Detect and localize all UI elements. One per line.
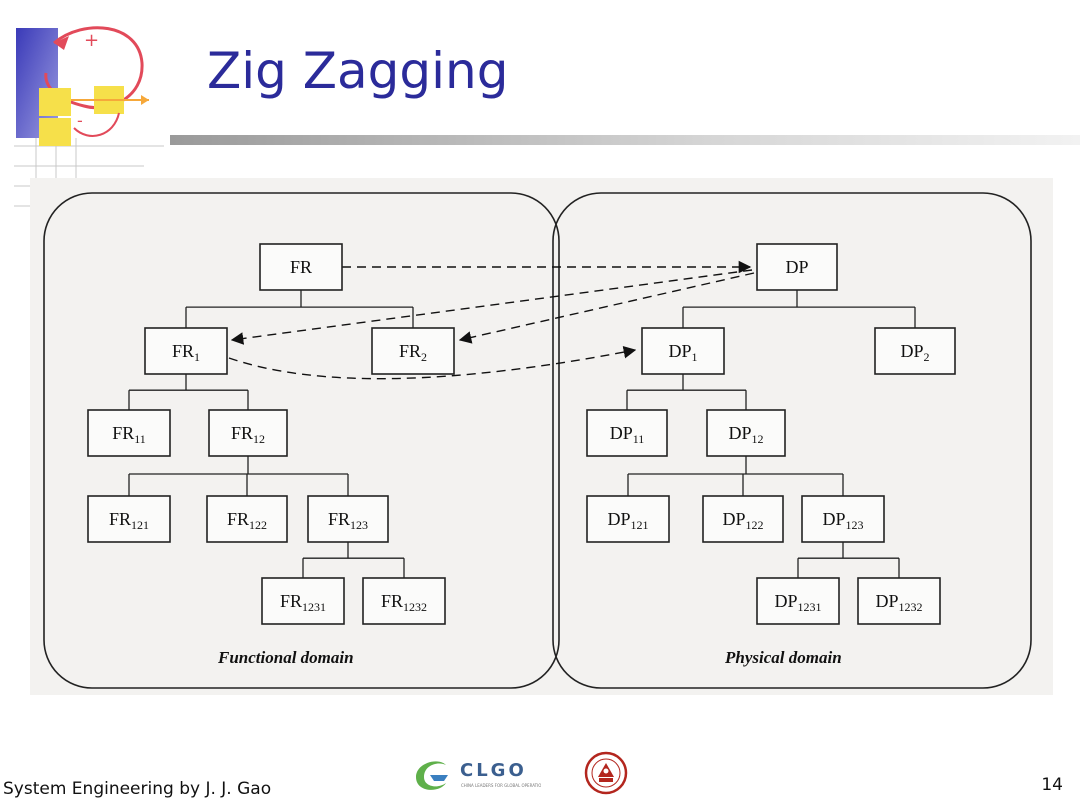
edge-group-dp12 xyxy=(627,456,844,496)
node-label: FR11 xyxy=(112,423,146,446)
node-box xyxy=(756,577,840,625)
svg-text:+: + xyxy=(84,30,99,51)
clgo-tagline: CHINA LEADERS FOR GLOBAL OPERATIONS xyxy=(461,783,541,788)
node-label: DP1232 xyxy=(875,591,922,614)
node-fr123: FR123 xyxy=(307,495,389,543)
node-dp1232: DP1232 xyxy=(857,577,941,625)
node-dp1231: DP1231 xyxy=(756,577,840,625)
clgo-swoosh-icon xyxy=(416,761,448,790)
node-box xyxy=(144,327,228,375)
node-dp121: DP121 xyxy=(586,495,670,543)
page-number: 14 xyxy=(1041,775,1063,795)
physical-domain-label: Physical domain xyxy=(724,648,842,667)
node-fr1231: FR1231 xyxy=(261,577,345,625)
node-label: DP12 xyxy=(728,423,763,446)
node-box xyxy=(586,495,670,543)
node-label: DP121 xyxy=(607,509,648,532)
node-box xyxy=(857,577,941,625)
slide-logo-icon: + - xyxy=(14,26,164,248)
node-box xyxy=(874,327,956,375)
node-box xyxy=(259,243,343,291)
slide-title: Zig Zagging xyxy=(207,42,509,100)
node-fr12: FR12 xyxy=(208,409,288,457)
node-label: DP122 xyxy=(722,509,763,532)
node-dp123: DP123 xyxy=(801,495,885,543)
node-box xyxy=(702,495,784,543)
node-box xyxy=(208,409,288,457)
tree-edges xyxy=(128,290,916,578)
zigzag-arrow-dp-to-fr2 xyxy=(458,272,755,344)
node-fr122: FR122 xyxy=(206,495,288,543)
edge-group-dp xyxy=(682,290,916,328)
footer-author: System Engineering by J. J. Gao xyxy=(3,779,272,799)
node-dp122: DP122 xyxy=(702,495,784,543)
node-dp: DP xyxy=(756,243,838,291)
title-divider xyxy=(170,135,1080,145)
node-label: DP2 xyxy=(900,341,929,364)
node-fr: FR xyxy=(259,243,343,291)
node-label: DP xyxy=(785,257,808,277)
edge-group-fr12 xyxy=(128,456,349,496)
node-fr1: FR1 xyxy=(144,327,228,375)
node-fr121: FR121 xyxy=(87,495,171,543)
node-box xyxy=(206,495,288,543)
functional-domain-panel xyxy=(43,192,560,689)
node-box xyxy=(756,243,838,291)
node-label: FR xyxy=(290,257,312,277)
node-label: FR121 xyxy=(109,509,149,532)
functional-domain-label: Functional domain xyxy=(217,648,354,667)
node-box xyxy=(586,409,668,457)
node-box xyxy=(641,327,725,375)
node-fr2: FR2 xyxy=(371,327,455,375)
node-box xyxy=(307,495,389,543)
physical-domain-panel xyxy=(552,192,1032,689)
node-box xyxy=(706,409,786,457)
node-box xyxy=(87,495,171,543)
edge-group-dp1 xyxy=(626,374,747,410)
node-label: FR1231 xyxy=(280,591,326,614)
edge-group-fr1 xyxy=(128,374,249,410)
zigzag-arrow-dp-to-fr1 xyxy=(230,269,753,345)
node-box xyxy=(362,577,446,625)
node-label: FR2 xyxy=(399,341,427,364)
node-label: FR1 xyxy=(172,341,200,364)
svg-text:-: - xyxy=(77,111,83,130)
zigzag-arrows xyxy=(228,260,755,380)
university-seal-icon xyxy=(584,751,628,795)
node-dp12: DP12 xyxy=(706,409,786,457)
node-label: DP1231 xyxy=(774,591,821,614)
node-label: FR1232 xyxy=(381,591,427,614)
node-fr1232: FR1232 xyxy=(362,577,446,625)
edge-group-fr xyxy=(185,290,414,328)
node-dp11: DP11 xyxy=(586,409,668,457)
clgo-logo: CLGO CHINA LEADERS FOR GLOBAL OPERATIONS xyxy=(408,755,548,795)
zigzag-arrow-fr1-to-dp1 xyxy=(228,345,637,380)
node-dp1: DP1 xyxy=(641,327,725,375)
clgo-wordmark: CLGO xyxy=(460,760,527,781)
node-box xyxy=(261,577,345,625)
node-box xyxy=(87,409,171,457)
edge-group-fr123 xyxy=(302,542,405,578)
node-label: DP1 xyxy=(668,341,697,364)
node-label: FR122 xyxy=(227,509,267,532)
node-label: DP11 xyxy=(610,423,645,446)
node-box xyxy=(801,495,885,543)
node-label: FR12 xyxy=(231,423,265,446)
edge-group-dp123 xyxy=(797,542,900,578)
node-label: FR123 xyxy=(328,509,368,532)
node-fr11: FR11 xyxy=(87,409,171,457)
node-box xyxy=(371,327,455,375)
node-label: DP123 xyxy=(822,509,863,532)
node-dp2: DP2 xyxy=(874,327,956,375)
